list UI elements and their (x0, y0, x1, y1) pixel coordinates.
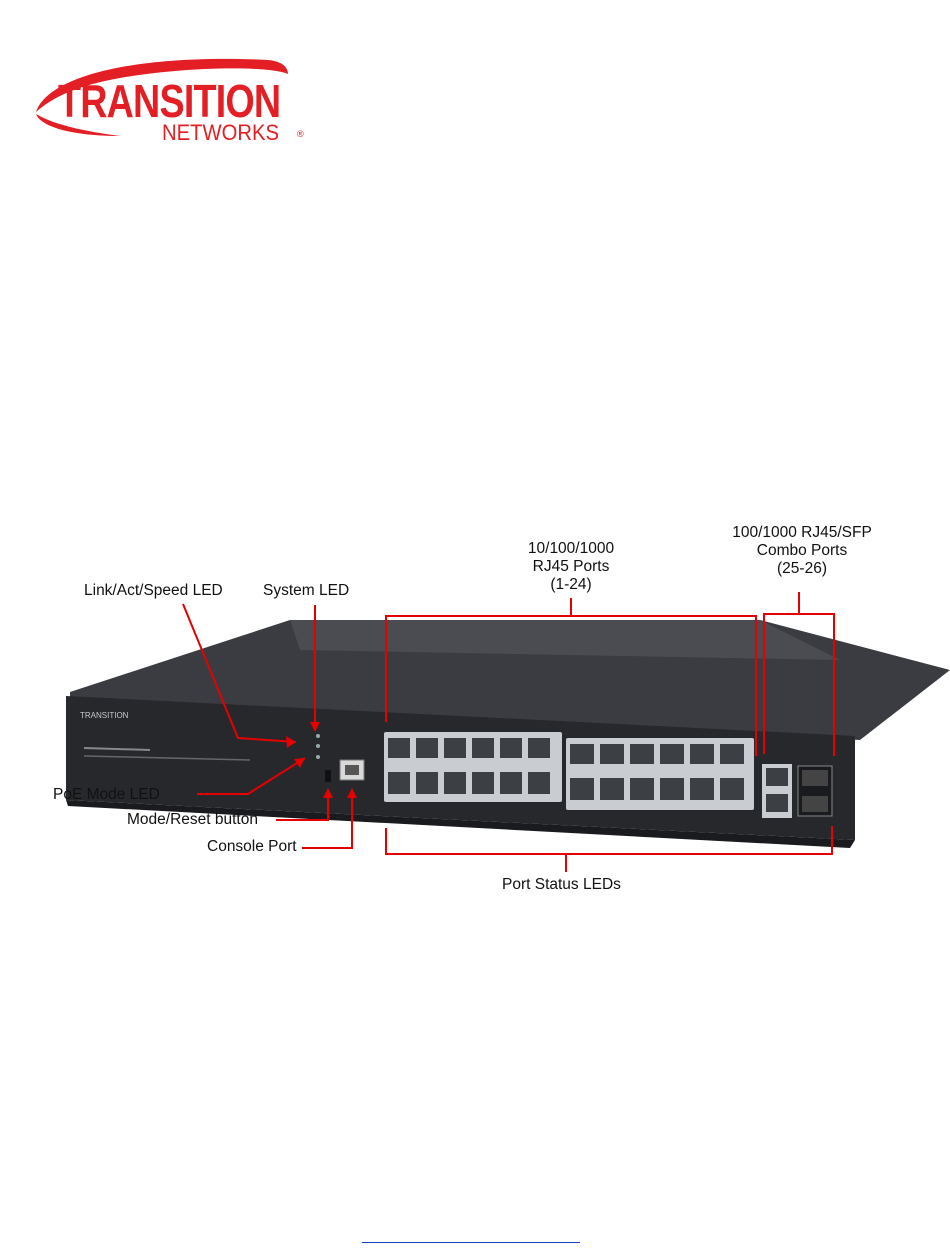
label-rj45-line-3: (1-24) (511, 576, 631, 594)
system-led-dot (316, 734, 320, 738)
label-rj45-ports: 10/100/1000 RJ45 Ports (1-24) (511, 540, 631, 594)
console-port-inner (345, 765, 359, 775)
label-mode-reset-button: Mode/Reset button (127, 811, 258, 829)
logo-registered-mark: ® (297, 129, 304, 139)
mode-reset-button-shape (325, 770, 331, 782)
label-console-port: Console Port (207, 838, 297, 856)
front-logo-text: TRANSITION (80, 711, 129, 720)
rj45-port-group-1 (384, 732, 562, 802)
switch-front-panel-figure: TRANSITION (0, 500, 950, 920)
poe-led-dot (316, 755, 320, 759)
footer-link-underline[interactable] (362, 1242, 580, 1243)
label-rj45-line-1: 10/100/1000 (511, 540, 631, 558)
label-combo-line-2: Combo Ports (712, 542, 892, 560)
label-combo-line-1: 100/1000 RJ45/SFP (712, 524, 892, 542)
label-link-act-speed-led: Link/Act/Speed LED (84, 582, 223, 600)
label-rj45-line-2: RJ45 Ports (511, 558, 631, 576)
label-combo-ports: 100/1000 RJ45/SFP Combo Ports (25-26) (712, 524, 892, 578)
label-system-led: System LED (263, 582, 349, 600)
combo-rj45-ports (762, 764, 792, 818)
combo-sfp-ports (798, 766, 832, 816)
label-poe-mode-led: PoE Mode LED (53, 786, 160, 804)
logo-sub-text: NETWORKS (162, 120, 279, 146)
transition-networks-logo: TRANSITION NETWORKS ® (30, 52, 300, 142)
label-port-status-leds: Port Status LEDs (502, 876, 621, 894)
link-led-dot (316, 744, 320, 748)
label-combo-line-3: (25-26) (712, 560, 892, 578)
rj45-port-group-2 (566, 738, 754, 810)
